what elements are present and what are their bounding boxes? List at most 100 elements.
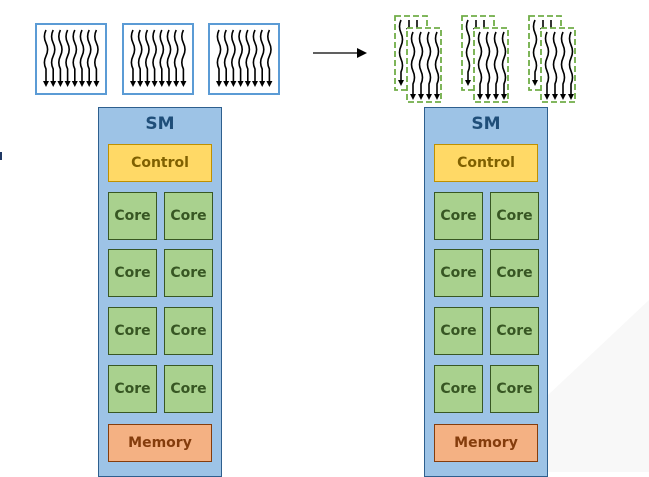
thread-line [398, 19, 404, 81]
thread-line [166, 29, 172, 82]
cropped-text-fragment [0, 152, 2, 160]
thread-arrowhead-icon [71, 81, 78, 87]
core: Core [164, 192, 213, 240]
thread-block [35, 23, 107, 95]
thread-line [238, 29, 243, 82]
thread-arrowhead-icon [266, 81, 273, 87]
thread-arrowhead-icon [410, 94, 416, 100]
thread-arrowhead-icon [485, 94, 491, 100]
core: Core [164, 307, 213, 355]
core: Core [434, 365, 483, 413]
memory-unit: Memory [108, 424, 212, 462]
thread-arrowhead-icon [418, 94, 424, 100]
thread-arrowhead-icon [173, 81, 180, 87]
thread-line [86, 29, 92, 82]
core: Core [434, 307, 483, 355]
thread-arrowhead-icon [244, 81, 251, 87]
thread-arrowhead-icon [544, 94, 550, 100]
thread-line [267, 29, 272, 82]
thread-line [72, 29, 78, 82]
core: Core [164, 249, 213, 297]
thread-arrowhead-icon [434, 94, 440, 100]
thread-line [223, 29, 229, 82]
core: Core [108, 307, 157, 355]
core: Core [434, 192, 483, 240]
thread-arrowhead-icon [216, 81, 222, 87]
thread-line [173, 29, 179, 82]
thread-line [79, 29, 85, 82]
thread-line [145, 29, 150, 82]
thread-line [259, 29, 265, 82]
memory-unit: Memory [434, 424, 538, 462]
thread-arrowhead-icon [237, 81, 244, 87]
thread-arrowhead-icon [93, 81, 100, 87]
thread-arrowhead-icon [230, 81, 237, 87]
thread-line [501, 31, 507, 95]
thread-arrowhead-icon [398, 80, 404, 86]
thread-line [410, 31, 416, 95]
sm-right: SM Control Core Core Core Core Core Core… [424, 107, 548, 477]
thread-arrowhead-icon [180, 81, 187, 87]
thread-arrowhead-icon [426, 94, 432, 100]
thread-arrowhead-icon [568, 94, 574, 100]
thread-arrowhead-icon [43, 81, 49, 87]
thread-line [137, 29, 143, 82]
thread-arrowhead-icon [477, 94, 483, 100]
thread-arrowhead-icon [130, 81, 136, 87]
right-arrow-icon [313, 48, 367, 58]
thread-line [65, 29, 70, 82]
thread-line [568, 31, 574, 95]
core: Core [490, 192, 539, 240]
control-unit: Control [434, 144, 538, 182]
thread-line [560, 31, 566, 95]
control-unit: Control [108, 144, 212, 182]
thread-line [418, 31, 424, 95]
thread-line [477, 31, 483, 95]
sm-left: SM Control Core Core Core Core Core Core… [98, 107, 222, 477]
warp-group [527, 14, 579, 103]
thread-line [216, 29, 222, 82]
thread-line [231, 29, 236, 82]
thread-line [245, 29, 251, 82]
thread-line [532, 19, 538, 81]
thread-arrowhead-icon [79, 81, 85, 87]
thread-arrowhead-icon [252, 81, 258, 87]
thread-arrowhead-icon [151, 81, 158, 87]
thread-arrowhead-icon [158, 81, 165, 87]
thread-line [426, 31, 432, 95]
core: Core [108, 249, 157, 297]
thread-arrowhead-icon [501, 94, 507, 100]
thread-line [252, 29, 258, 82]
thread-line [485, 31, 491, 95]
thread-arrowhead-icon [465, 80, 471, 86]
core: Core [164, 365, 213, 413]
thread-arrowhead-icon [493, 94, 499, 100]
thread-block [208, 23, 280, 95]
core: Core [108, 192, 157, 240]
core: Core [434, 249, 483, 297]
thread-arrowhead-icon [560, 94, 566, 100]
sm-title: SM [471, 114, 501, 134]
warp-group [460, 14, 512, 103]
warp-group [393, 14, 445, 103]
thread-arrowhead-icon [57, 81, 64, 87]
core: Core [108, 365, 157, 413]
thread-arrowhead-icon [144, 81, 151, 87]
thread-arrowhead-icon [64, 81, 71, 87]
thread-arrowhead-icon [223, 81, 230, 87]
thread-line [493, 31, 499, 95]
core: Core [490, 307, 539, 355]
thread-line [50, 29, 56, 82]
thread-line [434, 31, 440, 95]
core: Core [490, 365, 539, 413]
thread-line [465, 19, 471, 81]
thread-line [181, 29, 186, 82]
thread-line [544, 31, 550, 95]
thread-arrowhead-icon [86, 81, 93, 87]
thread-arrowhead-icon [259, 81, 266, 87]
thread-arrowhead-icon [532, 80, 538, 86]
thread-line [130, 29, 136, 82]
sm-title: SM [145, 114, 175, 134]
thread-block [122, 23, 194, 95]
